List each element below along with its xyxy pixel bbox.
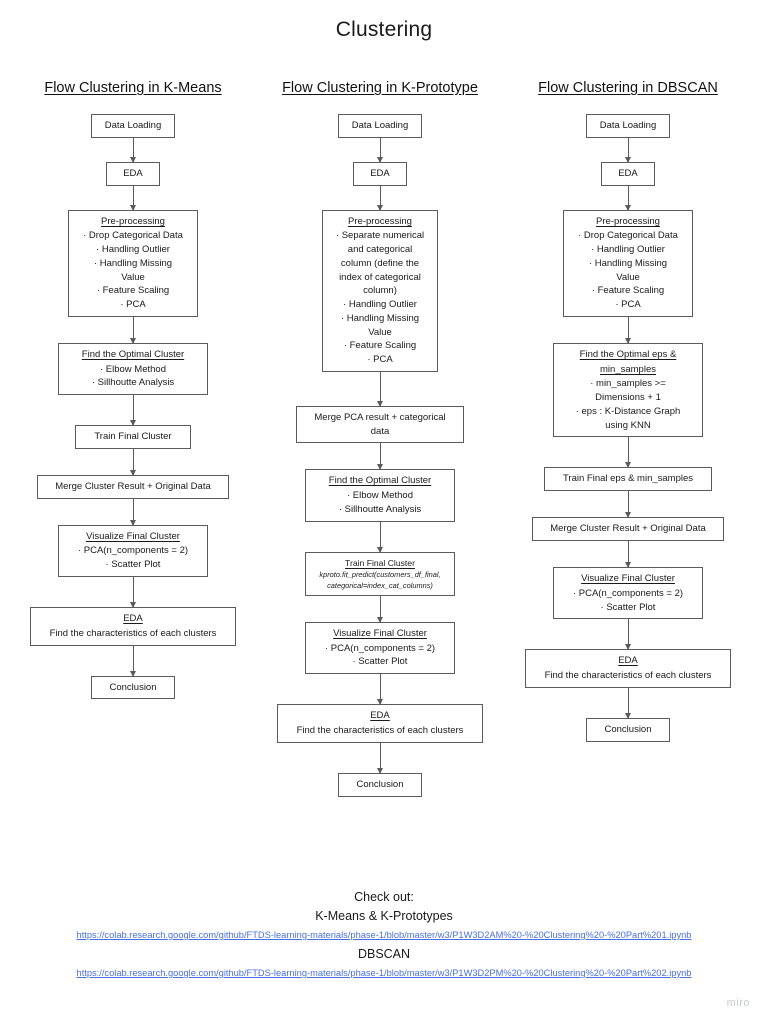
arrow-connector [627,437,629,468]
flowchart-dbscan: Data Loading EDA Pre-processing · Drop C… [505,114,751,742]
node-eda[interactable]: EDA [106,161,160,186]
arrow-connector [379,137,381,162]
node-conclusion[interactable]: Conclusion [91,675,175,700]
node-eda[interactable]: EDA [601,161,655,186]
arrow-connector [132,645,134,676]
arrow-connector [379,185,381,210]
page-title: Clustering [335,18,433,41]
node-data-loading[interactable]: Data Loading [586,114,670,138]
arrow-connector [627,137,629,162]
node-find-optimal-cluster[interactable]: Find the Optimal Cluster · Elbow Method … [58,342,208,396]
miro-watermark: miro [726,997,750,1009]
node-pre-processing[interactable]: Pre-processing · Drop Categorical Data ·… [563,209,693,317]
flow-column-kmeans: Flow Clustering in K-Means Data Loading … [10,80,256,700]
node-train-final-eps[interactable]: Train Final eps & min_samples [544,467,712,492]
column-title-kmeans: Flow Clustering in K-Means [44,80,222,96]
arrow-connector [132,448,134,475]
flowchart-kmeans: Data Loading EDA Pre-processing · Drop C… [10,114,256,700]
column-title-kprototype: Flow Clustering in K-Prototype [282,80,478,96]
arrow-connector [379,742,381,773]
footer-dbscan-label: DBSCAN [357,947,411,961]
node-train-final-cluster[interactable]: Train Final Cluster [75,425,191,449]
node-eda-characteristics[interactable]: EDA Find the characteristics of each clu… [30,607,236,646]
arrow-connector [627,185,629,210]
node-pre-processing[interactable]: Pre-processing · Drop Categorical Data ·… [68,209,198,317]
arrow-connector [379,595,381,622]
node-data-loading[interactable]: Data Loading [338,114,422,138]
footer: Check out: K-Means & K-Prototypes https:… [0,888,768,983]
node-find-optimal-eps[interactable]: Find the Optimal eps & min_samples · min… [553,342,703,438]
arrow-connector [627,491,629,518]
footer-kmeans-link[interactable]: https://colab.research.google.com/github… [76,930,692,940]
arrow-connector [379,443,381,470]
flow-column-kprototype: Flow Clustering in K-Prototype Data Load… [258,80,502,797]
node-visualize-final-cluster[interactable]: Visualize Final Cluster · PCA(n_componen… [553,567,703,620]
flow-column-dbscan: Flow Clustering in DBSCAN Data Loading E… [505,80,751,742]
arrow-connector [132,137,134,162]
node-merge-pca-result[interactable]: Merge PCA result + categorical data [296,405,464,444]
arrow-connector [379,674,381,705]
node-train-final-cluster[interactable]: Train Final Cluster kproto.fit_predict(c… [305,551,455,596]
node-eda-characteristics[interactable]: EDA Find the characteristics of each clu… [525,649,731,688]
arrow-connector [132,498,134,525]
node-visualize-final-cluster[interactable]: Visualize Final Cluster · PCA(n_componen… [305,621,455,675]
footer-check-out-label: Check out: [354,890,414,904]
arrow-connector [132,316,134,343]
arrow-connector [627,316,629,343]
arrow-connector [132,577,134,608]
node-merge-cluster-result[interactable]: Merge Cluster Result + Original Data [37,474,229,499]
arrow-connector [379,371,381,406]
node-eda-characteristics[interactable]: EDA Find the characteristics of each clu… [277,704,483,743]
arrow-connector [627,619,629,650]
node-pre-processing[interactable]: Pre-processing · Separate numerical and … [322,209,438,372]
arrow-connector [132,185,134,210]
arrow-connector [627,541,629,568]
node-merge-cluster-result[interactable]: Merge Cluster Result + Original Data [532,517,724,542]
node-data-loading[interactable]: Data Loading [91,114,175,138]
node-conclusion[interactable]: Conclusion [338,772,422,797]
arrow-connector [132,395,134,426]
column-title-dbscan: Flow Clustering in DBSCAN [538,80,718,96]
arrow-connector [627,687,629,718]
footer-dbscan-link[interactable]: https://colab.research.google.com/github… [76,968,692,978]
arrow-connector [379,521,381,552]
node-eda[interactable]: EDA [353,161,407,186]
flowchart-kprototype: Data Loading EDA Pre-processing · Separa… [258,114,502,797]
node-conclusion[interactable]: Conclusion [586,717,670,742]
node-find-optimal-cluster[interactable]: Find the Optimal Cluster · Elbow Method … [305,469,455,522]
node-visualize-final-cluster[interactable]: Visualize Final Cluster · PCA(n_componen… [58,524,208,578]
footer-kmeans-label: K-Means & K-Prototypes [315,909,453,923]
